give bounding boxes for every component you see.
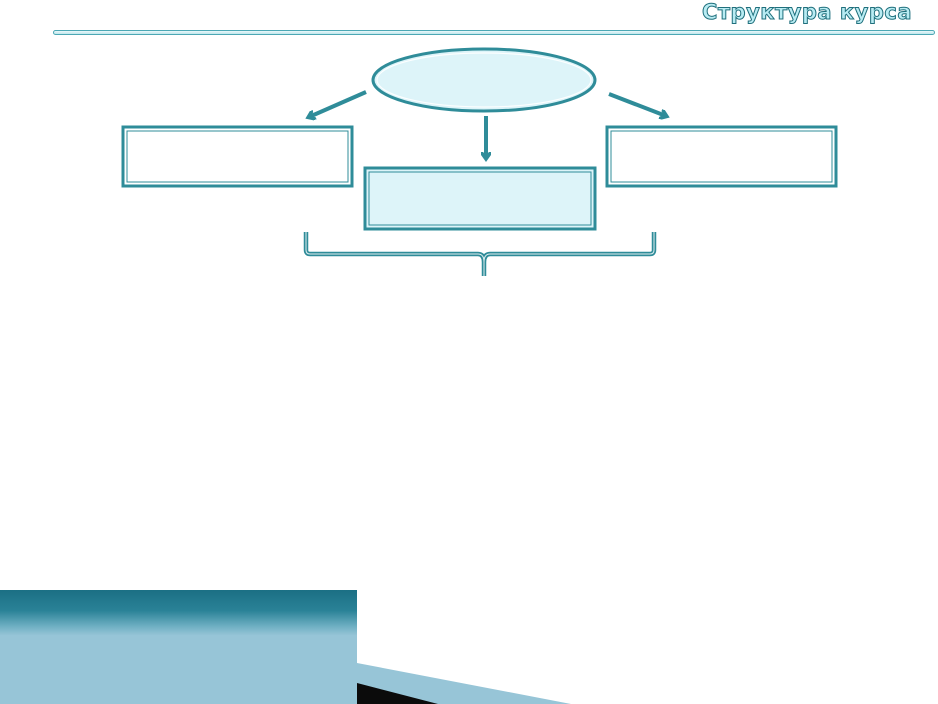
footer-band	[0, 590, 357, 704]
grouping-brace-highlight	[305, 232, 655, 276]
slide-title: Структура курса	[701, 0, 912, 25]
root-node	[371, 47, 597, 113]
node-left	[121, 125, 354, 188]
node-right	[605, 125, 838, 188]
node-center	[363, 166, 597, 231]
arrow-to-left	[309, 90, 367, 117]
title-rule	[53, 30, 935, 35]
arrow-to-right	[608, 92, 666, 116]
